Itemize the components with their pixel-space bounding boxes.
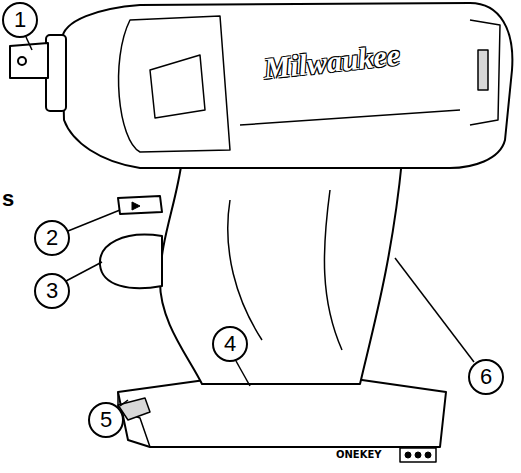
- handle: [160, 160, 402, 384]
- callout-number: 1: [14, 9, 26, 31]
- leader-line: [236, 361, 250, 386]
- direction-switch: [118, 196, 162, 214]
- direction-arrow: [132, 202, 140, 210]
- callout-number: 4: [224, 333, 236, 355]
- leader-line: [26, 37, 32, 50]
- leader-line: [395, 258, 474, 362]
- fuel-dot: [425, 452, 431, 458]
- leader-line: [68, 210, 120, 231]
- cut-off-text: s: [2, 186, 14, 212]
- leader-line: [66, 262, 102, 281]
- callout-circle: 4: [212, 326, 248, 362]
- callout-circle: 3: [34, 273, 70, 309]
- grip-line: [324, 190, 342, 350]
- case-facet: [150, 55, 205, 118]
- callout-circle: 1: [2, 2, 38, 38]
- grip-line: [228, 200, 262, 340]
- square-drive: [10, 43, 48, 78]
- battery-foot: [118, 380, 446, 447]
- housing-seam: [240, 110, 460, 125]
- fuel-dot: [415, 452, 421, 458]
- fuel-gauge: [400, 448, 436, 462]
- fuel-dot: [405, 452, 411, 458]
- callout-number: 5: [100, 409, 112, 431]
- battery-marking: ONEKEY: [336, 449, 382, 460]
- motor-housing: [62, 3, 512, 168]
- callout-circle: 2: [34, 220, 70, 256]
- callout-number: 6: [480, 366, 492, 388]
- callout-number: 3: [46, 280, 58, 302]
- leader-line: [120, 400, 128, 406]
- hammer-case: [119, 16, 230, 152]
- trigger: [100, 235, 162, 289]
- callout-circle: 5: [88, 402, 124, 438]
- rear-vent: [470, 20, 500, 125]
- callout-circle: 6: [468, 359, 504, 395]
- vent-slot: [478, 50, 488, 90]
- detent-hole: [18, 57, 26, 65]
- callout-number: 2: [46, 227, 58, 249]
